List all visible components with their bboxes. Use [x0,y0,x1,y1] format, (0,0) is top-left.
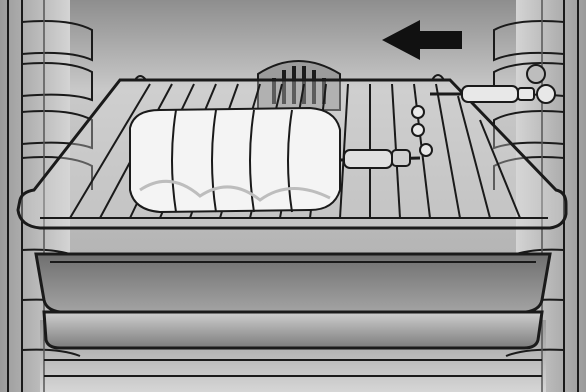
roast-meat [130,108,340,212]
drip-tray [36,254,550,348]
rotisserie-spit [340,150,420,168]
